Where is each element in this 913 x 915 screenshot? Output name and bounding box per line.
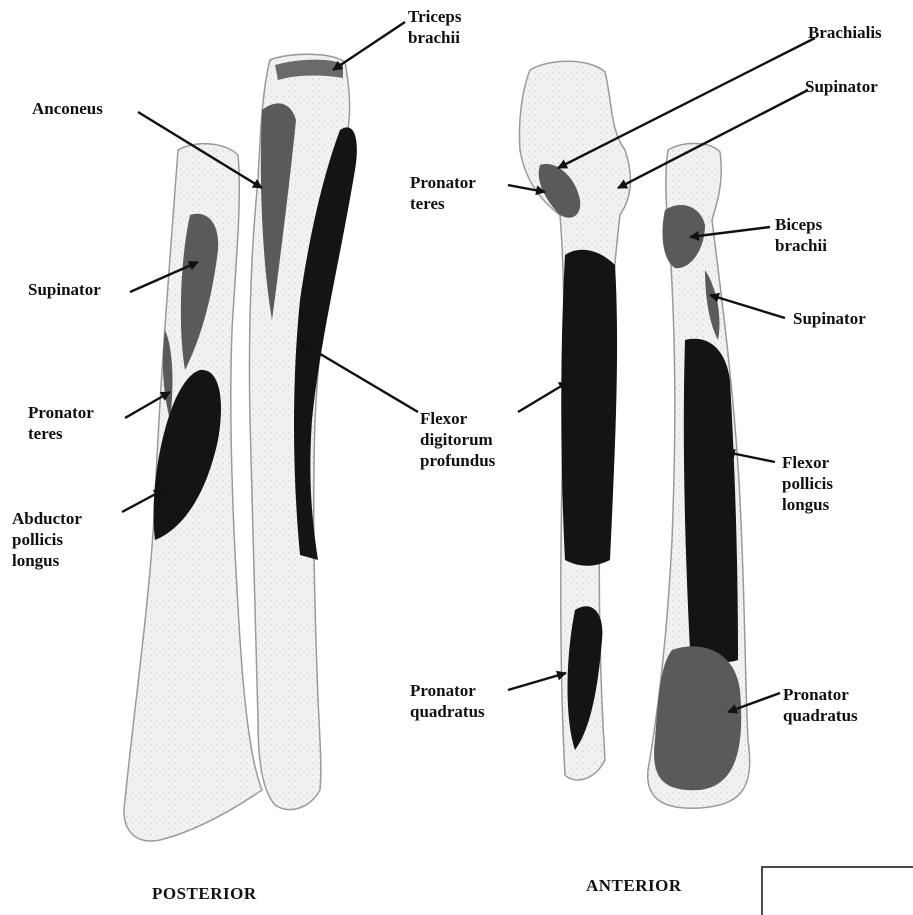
label-supinator-anterior-side: Supinator bbox=[793, 308, 866, 329]
label-brachialis: Brachialis bbox=[808, 22, 882, 43]
arrow-triceps bbox=[333, 22, 405, 70]
view-title-posterior: POSTERIOR bbox=[152, 884, 257, 904]
view-title-anterior: ANTERIOR bbox=[586, 876, 682, 896]
label-biceps-brachii: Biceps brachii bbox=[775, 214, 827, 256]
anterior-fpl-area bbox=[684, 339, 738, 662]
arrow-fdp-anterior bbox=[518, 382, 568, 412]
label-abductor-pollicis-longus: Abductor pollicis longus bbox=[12, 508, 82, 571]
anterior-fdp-area bbox=[561, 250, 617, 566]
label-supinator-posterior: Supinator bbox=[28, 279, 101, 300]
label-pronator-teres-anterior: Pronator teres bbox=[410, 172, 476, 214]
label-pronator-quadratus-right: Pronator quadratus bbox=[783, 684, 858, 726]
label-triceps-brachii: Triceps brachii bbox=[408, 6, 462, 48]
label-flexor-pollicis-longus: Flexor pollicis longus bbox=[782, 452, 833, 515]
label-supinator-anterior-top: Supinator bbox=[805, 76, 878, 97]
label-pronator-quadratus-left: Pronator quadratus bbox=[410, 680, 485, 722]
label-pronator-teres-posterior: Pronator teres bbox=[28, 402, 94, 444]
label-anconeus: Anconeus bbox=[32, 98, 103, 119]
anterior-pq-right-area bbox=[654, 646, 741, 790]
scale-bar bbox=[762, 867, 913, 915]
arrow-pq-left bbox=[508, 673, 566, 690]
label-flexor-digitorum-profundus: Flexor digitorum profundus bbox=[420, 408, 495, 471]
